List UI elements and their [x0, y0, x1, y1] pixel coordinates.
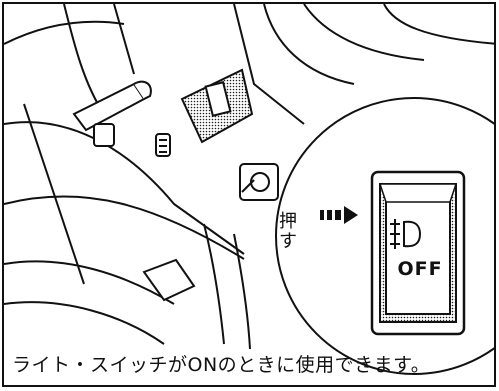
illustration-frame: 押 す OFF ライト・スイッチがONのときに使用できます。	[2, 2, 496, 387]
push-label: 押 す	[278, 212, 298, 252]
pedal	[142, 258, 196, 302]
push-label-line2: す	[279, 231, 297, 252]
push-arrow-icon	[320, 206, 358, 224]
panel-switch	[204, 81, 232, 117]
caption: ライト・スイッチがONのときに使用できます。	[12, 354, 431, 376]
wiper-lever	[72, 80, 152, 147]
ignition-cylinder	[239, 163, 279, 201]
side-knob	[155, 133, 171, 157]
fog-lamp-icon	[390, 219, 422, 249]
dashboard-lines	[4, 4, 494, 350]
switch-off-label: OFF	[397, 258, 443, 280]
dashboard-illustration	[4, 4, 494, 375]
fog-light-switch-large	[370, 170, 466, 336]
push-label-line1: 押	[279, 211, 297, 232]
